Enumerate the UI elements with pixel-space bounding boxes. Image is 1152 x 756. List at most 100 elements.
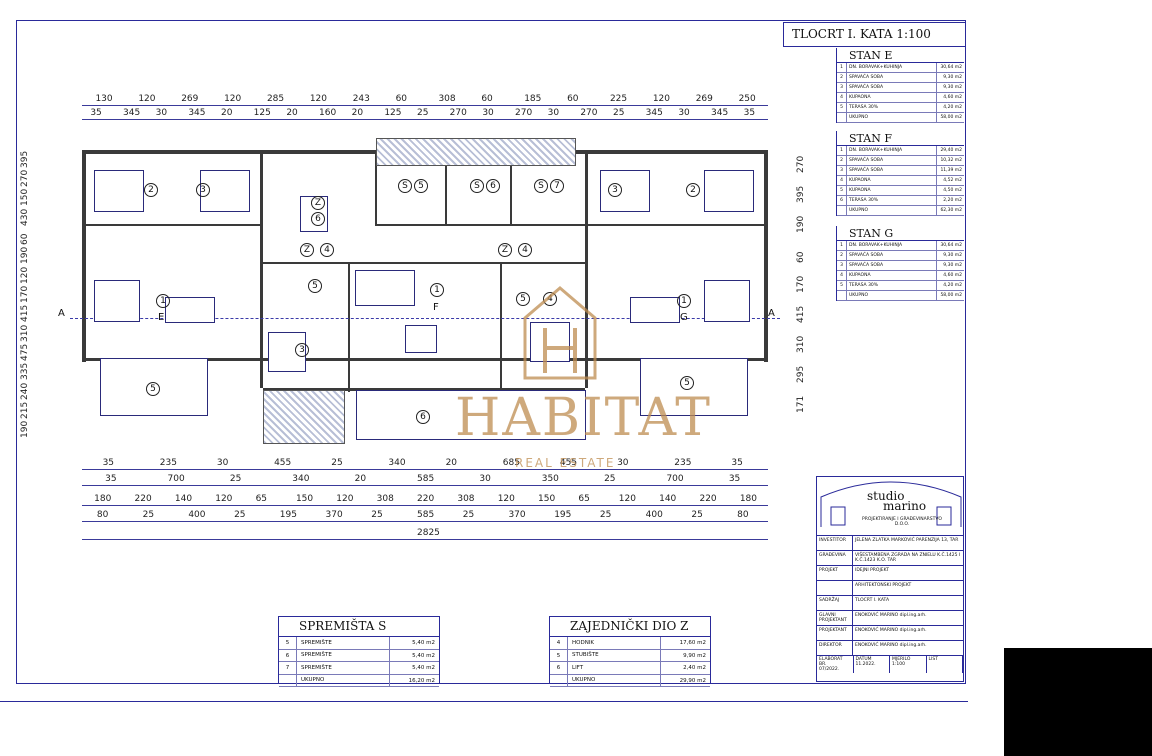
wall-int-9: [375, 154, 377, 226]
dim-value: 60: [567, 94, 579, 104]
spremista-label: SPREMIŠTE: [301, 652, 332, 659]
stamp-key: GRAĐEVINA: [817, 551, 853, 565]
dim-value: 340: [292, 474, 310, 484]
dim-value: 30: [678, 108, 690, 118]
stan-row-num: 2: [837, 251, 847, 260]
dim-value: 140: [659, 494, 677, 504]
dim-value: 345: [123, 108, 141, 118]
stamp-value: ENOKOVIĆ MARINO dipl.ing.arh.: [855, 628, 927, 633]
spremista-label: SPREMIŠTE: [301, 639, 332, 646]
stair-hatch-top: [376, 138, 576, 166]
dim-value: 235: [159, 458, 177, 468]
dim-value: 20: [351, 108, 364, 118]
stamp-footer-key: ELABORAT BR.: [819, 657, 843, 667]
dim-value: 30: [482, 108, 494, 118]
spremista-num: 5: [279, 637, 297, 649]
wall-bottom: [82, 358, 768, 361]
table-right: [630, 297, 680, 323]
wall-int-1: [260, 154, 263, 388]
stan-row-num: 1: [837, 241, 847, 250]
room-num: 6: [311, 212, 325, 226]
black-overlay-box: [1004, 648, 1152, 756]
dim-line: [82, 539, 768, 540]
dim-value: 120: [309, 94, 327, 104]
stan-row-num: 2: [837, 73, 847, 82]
dim-value: 350: [541, 474, 559, 484]
dim-value-vertical: 60: [20, 233, 30, 245]
dim-value: 225: [609, 94, 628, 104]
room-num: 6: [486, 179, 500, 193]
stan-row-label: KUPAONA: [849, 188, 871, 193]
stan-row-area: 9,30 m2: [936, 83, 964, 92]
drawing-frame: [16, 20, 966, 684]
stamp-value: ENOKOVIĆ MARINO dipl.ing.arh.: [855, 613, 927, 618]
dim-value: 25: [613, 108, 625, 118]
stan-row-area: 62,30 m2: [936, 206, 964, 215]
room-letter: Z: [311, 196, 325, 210]
stan-row-area: 9,30 m2: [936, 261, 964, 270]
room-letter: Z: [498, 243, 512, 257]
zajednicki-num: 4: [550, 637, 568, 649]
dim-value-vertical: 150: [20, 189, 30, 207]
stamp-value: ARHITEKTONSKI PROJEKT: [855, 583, 912, 588]
dim-value: 30: [216, 458, 229, 468]
dim-value: 30: [479, 474, 491, 484]
stan-row-label: TERASA 30%: [849, 105, 879, 110]
stamp-footer-cell: LIST: [927, 656, 963, 673]
wall-int-10: [445, 154, 447, 226]
stamp-key: [817, 581, 853, 595]
dim-value: 65: [255, 494, 268, 504]
stan-row-num: 1: [837, 146, 847, 155]
studio-marino-logo-icon: [820, 481, 962, 527]
spremista-num: 6: [279, 649, 297, 661]
table-center: [405, 325, 437, 353]
table-left: [165, 297, 215, 323]
zajednicki-row: 4 HODNIK 17,60 m2: [550, 637, 710, 650]
dim-line: [82, 469, 768, 470]
dim-value: 35: [743, 108, 756, 118]
dim-value: 120: [497, 494, 515, 504]
dim-value-vertical: 170: [20, 285, 30, 303]
bed-1: [94, 170, 144, 212]
studio-logo: studio marino PROJEKTIRANJE I GRAĐEVINAR…: [817, 477, 963, 535]
stan-row-label: DN. BORAVAK+KUHINJA: [849, 65, 903, 70]
stamp-footer-key: LIST: [928, 657, 938, 662]
spremista-num: [279, 674, 297, 686]
room-num: 3: [196, 183, 210, 197]
dim-value: 150: [295, 494, 314, 504]
stan-row-num: 4: [837, 93, 847, 102]
stan-row-num: [837, 113, 847, 122]
dim-line: [82, 105, 768, 106]
sofa-center: [355, 270, 415, 306]
dim-value: 370: [325, 510, 343, 520]
dim-value: 25: [691, 510, 703, 520]
dim-value: 400: [188, 510, 206, 520]
dim-line: [82, 485, 768, 486]
zajednicki-label: HODNIK: [572, 639, 595, 646]
zajednicki-area: 2,40 m2: [660, 662, 710, 674]
stan-name: STAN G: [837, 226, 964, 241]
zajednicki-area: 17,60 m2: [660, 637, 710, 649]
dim-value: 685: [502, 458, 520, 468]
dim-value: 25: [229, 474, 242, 484]
dim-value: 345: [645, 108, 663, 118]
room-num: 3: [295, 343, 309, 357]
stan-row-num: 4: [837, 176, 847, 185]
dim-value: 35: [105, 474, 117, 484]
stan-row-area: 4,60 m2: [936, 271, 964, 280]
dim-line: [82, 119, 768, 120]
dim-value-vertical: 60: [796, 251, 806, 263]
bed-4: [704, 170, 754, 212]
zajednicki-label: LIFT: [572, 664, 584, 671]
